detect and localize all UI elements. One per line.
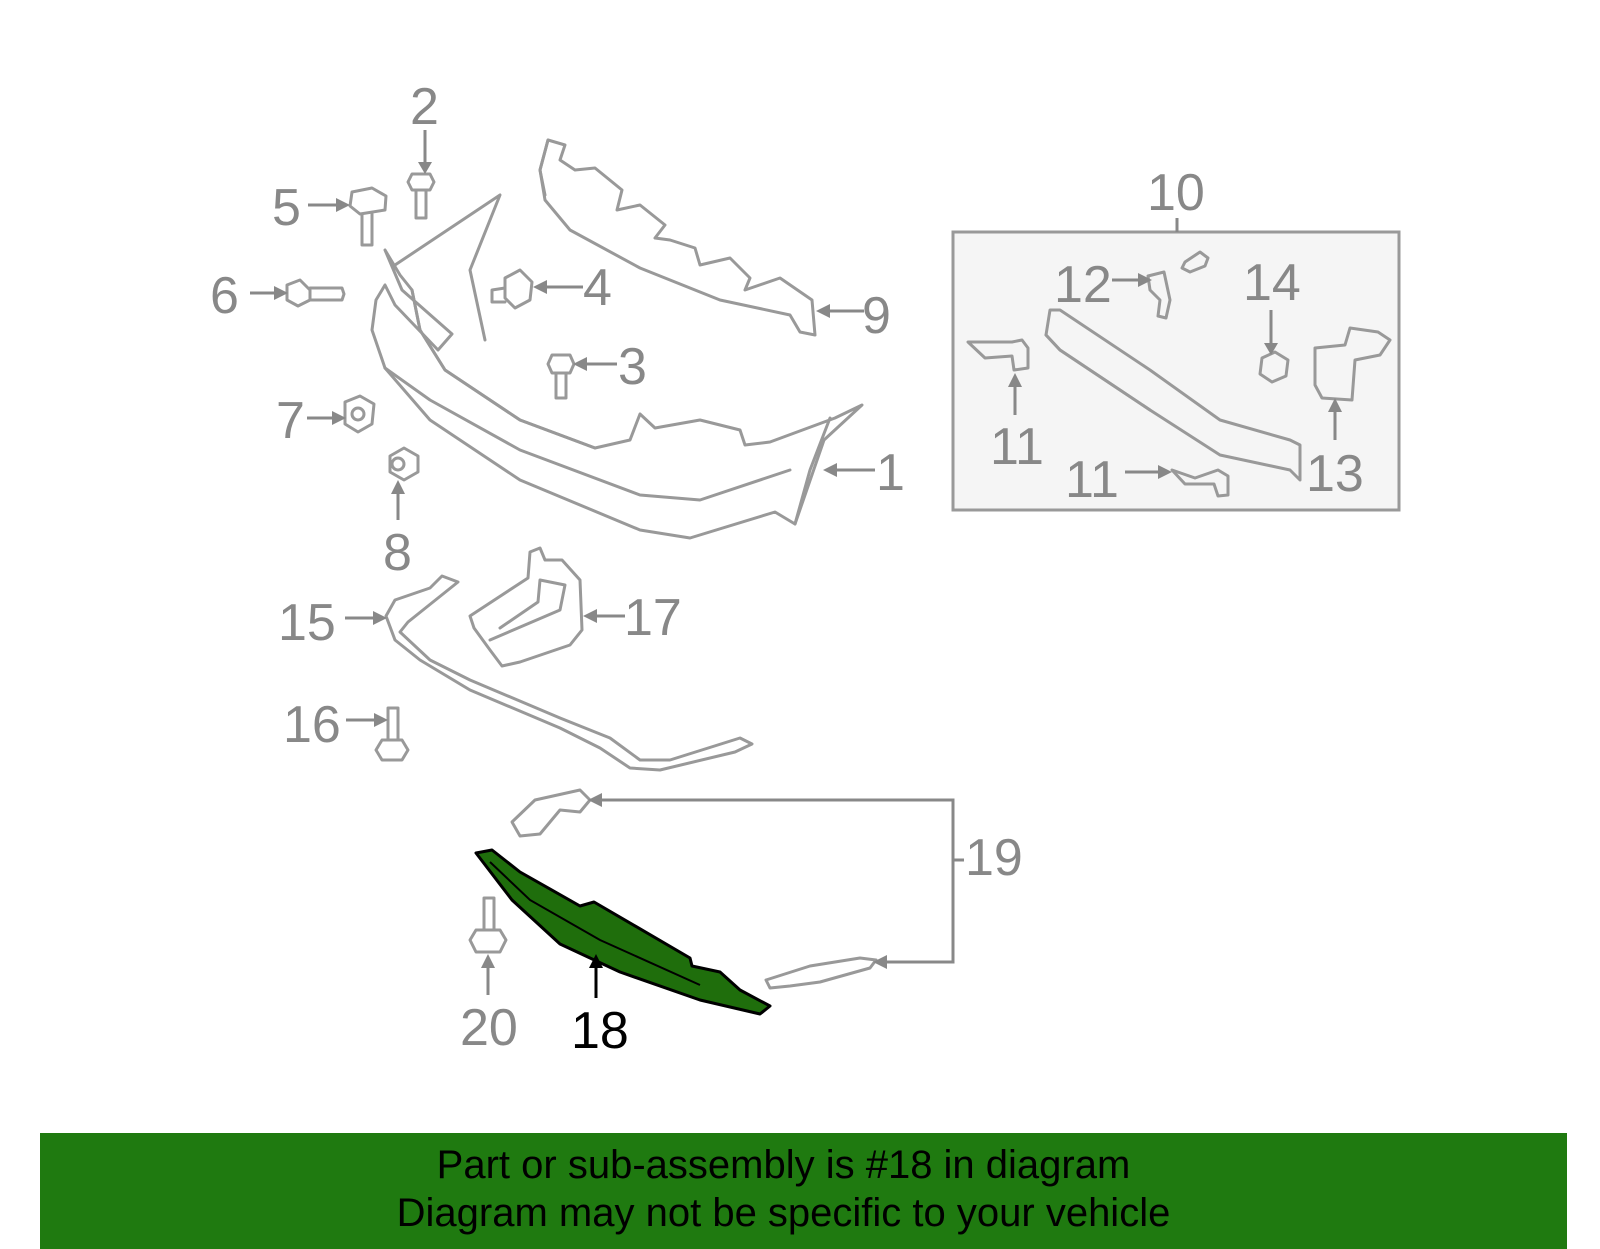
part-19-bracket-upper[interactable]: [510, 788, 592, 838]
label-19: 19: [965, 829, 1023, 887]
part-14-nut[interactable]: [1258, 350, 1290, 384]
part-1-bumper-cover[interactable]: [370, 193, 864, 540]
part-13-bracket[interactable]: [1313, 326, 1392, 402]
leader-lines: [250, 130, 1342, 998]
part-19-bracket-lower[interactable]: [764, 956, 878, 990]
part-11-bracket-upper[interactable]: [966, 338, 1030, 372]
assembly-10-box: [951, 218, 1401, 512]
label-11-upper: 11: [990, 418, 1044, 476]
banner-line-1: Part or sub-assembly is #18 in diagram: [436, 1143, 1131, 1187]
label-3: 3: [618, 338, 647, 396]
label-6: 6: [210, 267, 239, 325]
part-5-bolt[interactable]: [348, 186, 388, 247]
part-15-valance[interactable]: [384, 574, 754, 772]
part-16-bolt[interactable]: [374, 706, 410, 762]
label-9: 9: [862, 287, 891, 345]
label-5: 5: [272, 179, 301, 237]
label-17: 17: [624, 589, 682, 647]
part-2-bolt[interactable]: [406, 172, 436, 220]
label-14: 14: [1243, 254, 1301, 312]
label-11-lower: 11: [1065, 451, 1119, 509]
label-15: 15: [278, 594, 336, 652]
banner-line-2: Diagram may not be specific to your vehi…: [396, 1191, 1171, 1235]
label-4: 4: [583, 259, 612, 317]
part-7-nut[interactable]: [343, 394, 376, 434]
label-8: 8: [383, 524, 412, 582]
label-18: 18: [571, 1002, 629, 1060]
label-12: 12: [1054, 256, 1112, 314]
part-8-nut[interactable]: [388, 446, 420, 482]
part-18-highlighted[interactable]: [474, 848, 772, 1016]
part-6-bolt[interactable]: [285, 278, 346, 308]
label-20: 20: [460, 999, 518, 1057]
part-4-clip[interactable]: [490, 268, 534, 310]
part-17-bracket[interactable]: [468, 546, 584, 668]
label-13: 13: [1306, 445, 1364, 503]
label-16: 16: [283, 696, 341, 754]
part-12-bracket[interactable]: [1146, 250, 1210, 320]
part-9-absorber[interactable]: [538, 138, 817, 337]
part-20-bolt[interactable]: [468, 896, 508, 954]
part-3-bolt[interactable]: [546, 353, 576, 400]
callout-labels: 2 5 6 4 3 7 8 9 1 10 12 14 11 11 13 15 1…: [210, 78, 1364, 1060]
label-1: 1: [876, 444, 905, 502]
label-2: 2: [410, 78, 439, 136]
label-7: 7: [276, 392, 305, 450]
part-11-bracket-lower[interactable]: [1170, 468, 1230, 498]
info-banner: Part or sub-assembly is #18 in diagram D…: [40, 1133, 1567, 1249]
label-10: 10: [1147, 164, 1205, 222]
part-10-reinforcement[interactable]: [1044, 308, 1302, 482]
